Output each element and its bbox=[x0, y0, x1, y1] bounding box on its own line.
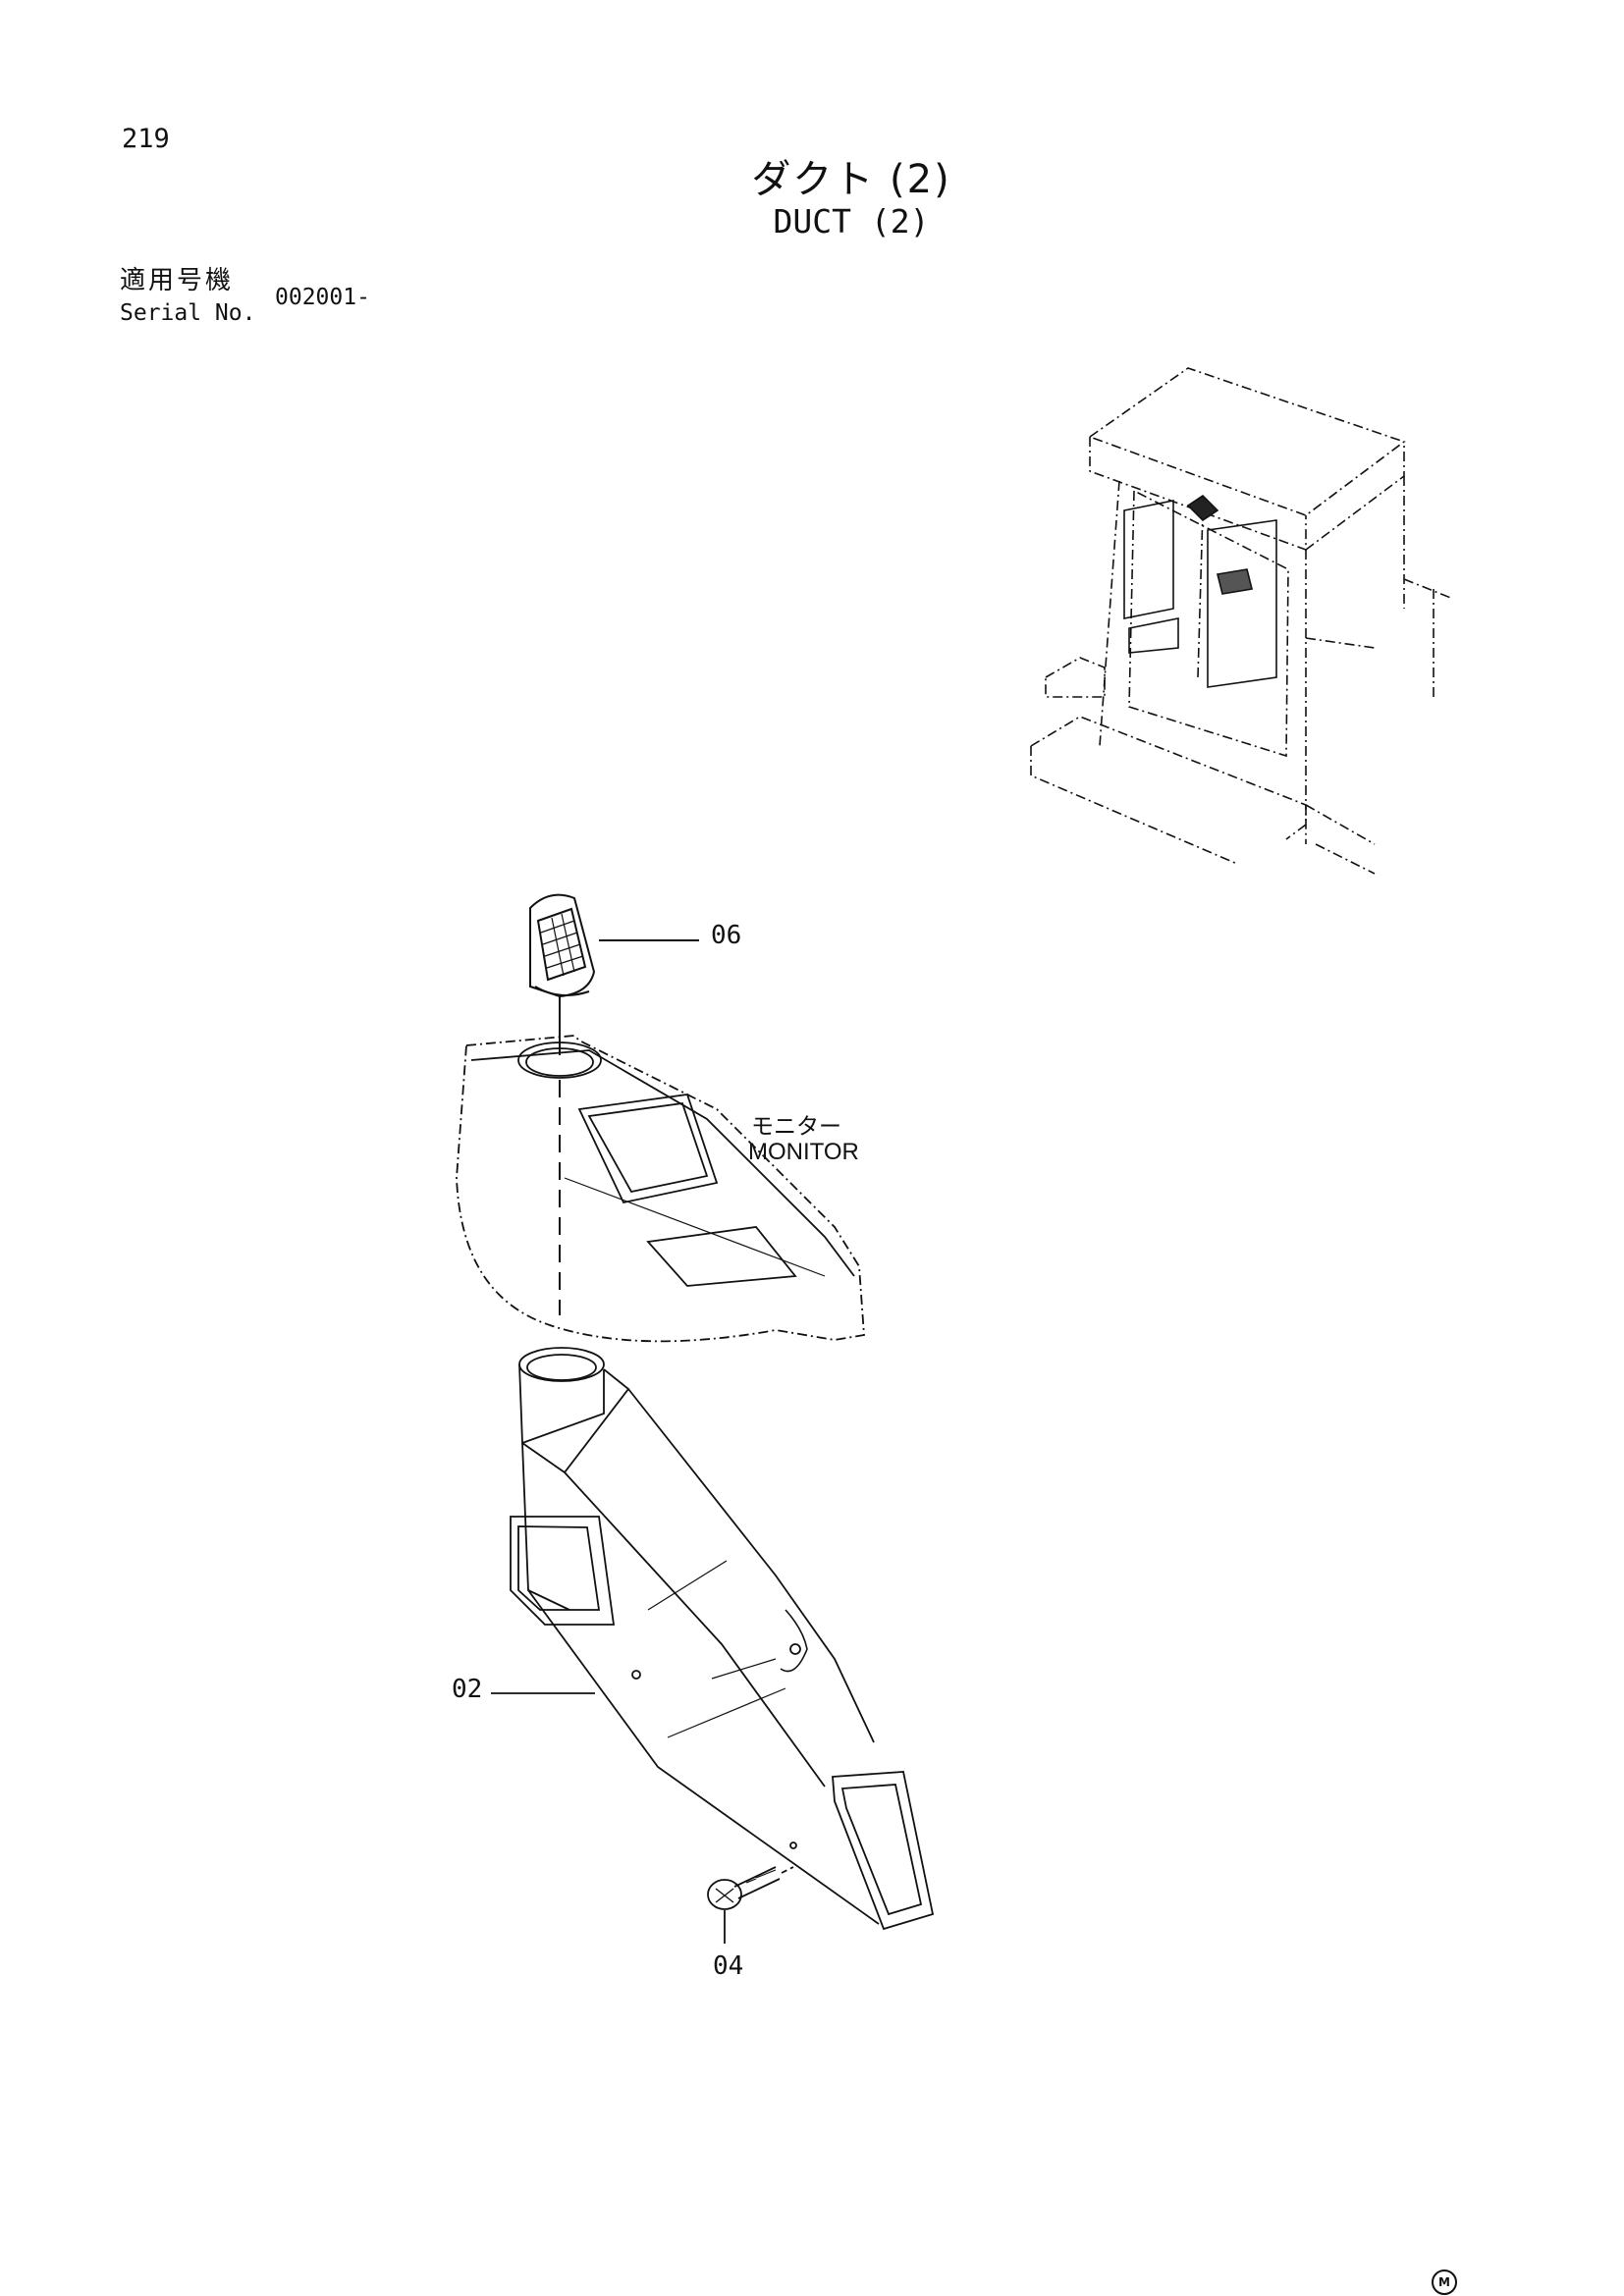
monitor-label-english: MONITOR bbox=[748, 1139, 859, 1165]
serial-label-english: Serial No. bbox=[120, 300, 256, 326]
serial-value: 002001- bbox=[275, 285, 370, 310]
part-04-screw bbox=[707, 1866, 794, 1944]
monitor-label-japanese: モニター bbox=[751, 1114, 841, 1140]
part-02-duct bbox=[491, 1347, 935, 1931]
circled-m-mark: M bbox=[1432, 2269, 1457, 2295]
callout-04: 04 bbox=[713, 1951, 744, 1981]
serial-label-japanese: 適用号機 bbox=[120, 266, 235, 295]
title-japanese: ダクト (2) bbox=[751, 157, 951, 202]
page-number: 219 bbox=[122, 124, 170, 154]
cab-overview bbox=[1030, 367, 1454, 875]
title-english: DUCT (2) bbox=[773, 202, 930, 240]
cab-windows bbox=[1123, 494, 1277, 688]
part-06-vent bbox=[529, 893, 699, 1055]
callout-02: 02 bbox=[452, 1675, 483, 1704]
callout-06: 06 bbox=[711, 921, 742, 950]
monitor-panel bbox=[456, 1035, 865, 1343]
